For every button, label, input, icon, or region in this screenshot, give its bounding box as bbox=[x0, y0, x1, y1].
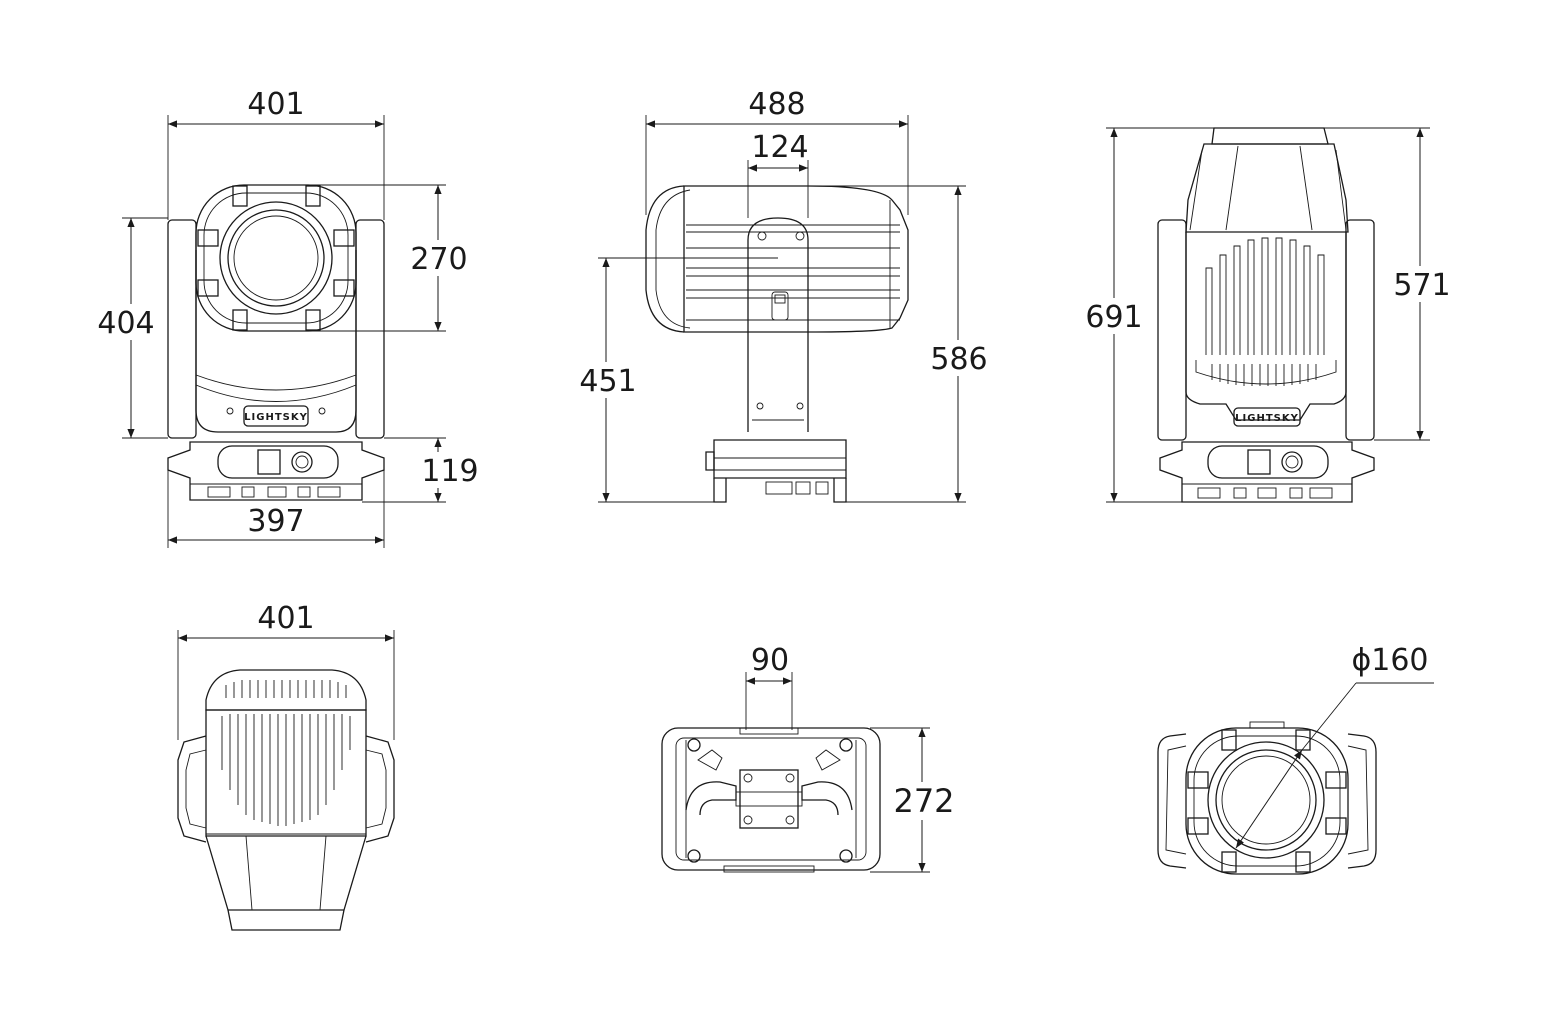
back-view: LIGHTSKY bbox=[1157, 127, 1375, 503]
side-width-label: 488 bbox=[748, 87, 805, 122]
top-width-label: 401 bbox=[257, 601, 314, 636]
lens-diameter-label: ϕ160 bbox=[1351, 643, 1428, 678]
back-yoke-height-label: 571 bbox=[1393, 268, 1450, 303]
bottom-depth-label: 272 bbox=[893, 782, 954, 820]
front-lens-height-label: 270 bbox=[410, 242, 467, 277]
top-dimensions: 401 bbox=[177, 601, 395, 740]
lens-view bbox=[1157, 721, 1377, 875]
front-logo: LIGHTSKY bbox=[244, 412, 308, 423]
back-dimensions: 691 571 bbox=[1082, 127, 1454, 503]
side-arm-width-label: 124 bbox=[751, 130, 808, 165]
top-view bbox=[177, 669, 395, 931]
bottom-bracket-spacing-label: 90 bbox=[751, 643, 789, 678]
front-base-width-label: 397 bbox=[247, 504, 304, 539]
lens-dimensions: ϕ160 bbox=[1235, 643, 1434, 849]
bottom-view bbox=[661, 727, 881, 873]
side-dimensions: 488 124 451 586 bbox=[578, 87, 990, 503]
side-pivot-height-label: 451 bbox=[579, 364, 636, 399]
back-logo: LIGHTSKY bbox=[1235, 413, 1299, 424]
front-dimensions: 401 404 270 119 397 bbox=[95, 87, 480, 548]
front-base-height-label: 119 bbox=[421, 454, 478, 489]
side-total-height-label: 586 bbox=[930, 342, 987, 377]
back-total-height-label: 691 bbox=[1085, 300, 1142, 335]
front-width-label: 401 bbox=[247, 87, 304, 122]
side-view bbox=[645, 185, 909, 503]
bottom-dimensions: 90 272 bbox=[745, 643, 958, 873]
front-view: LIGHTSKY bbox=[167, 184, 385, 501]
front-height-label: 404 bbox=[97, 306, 154, 341]
